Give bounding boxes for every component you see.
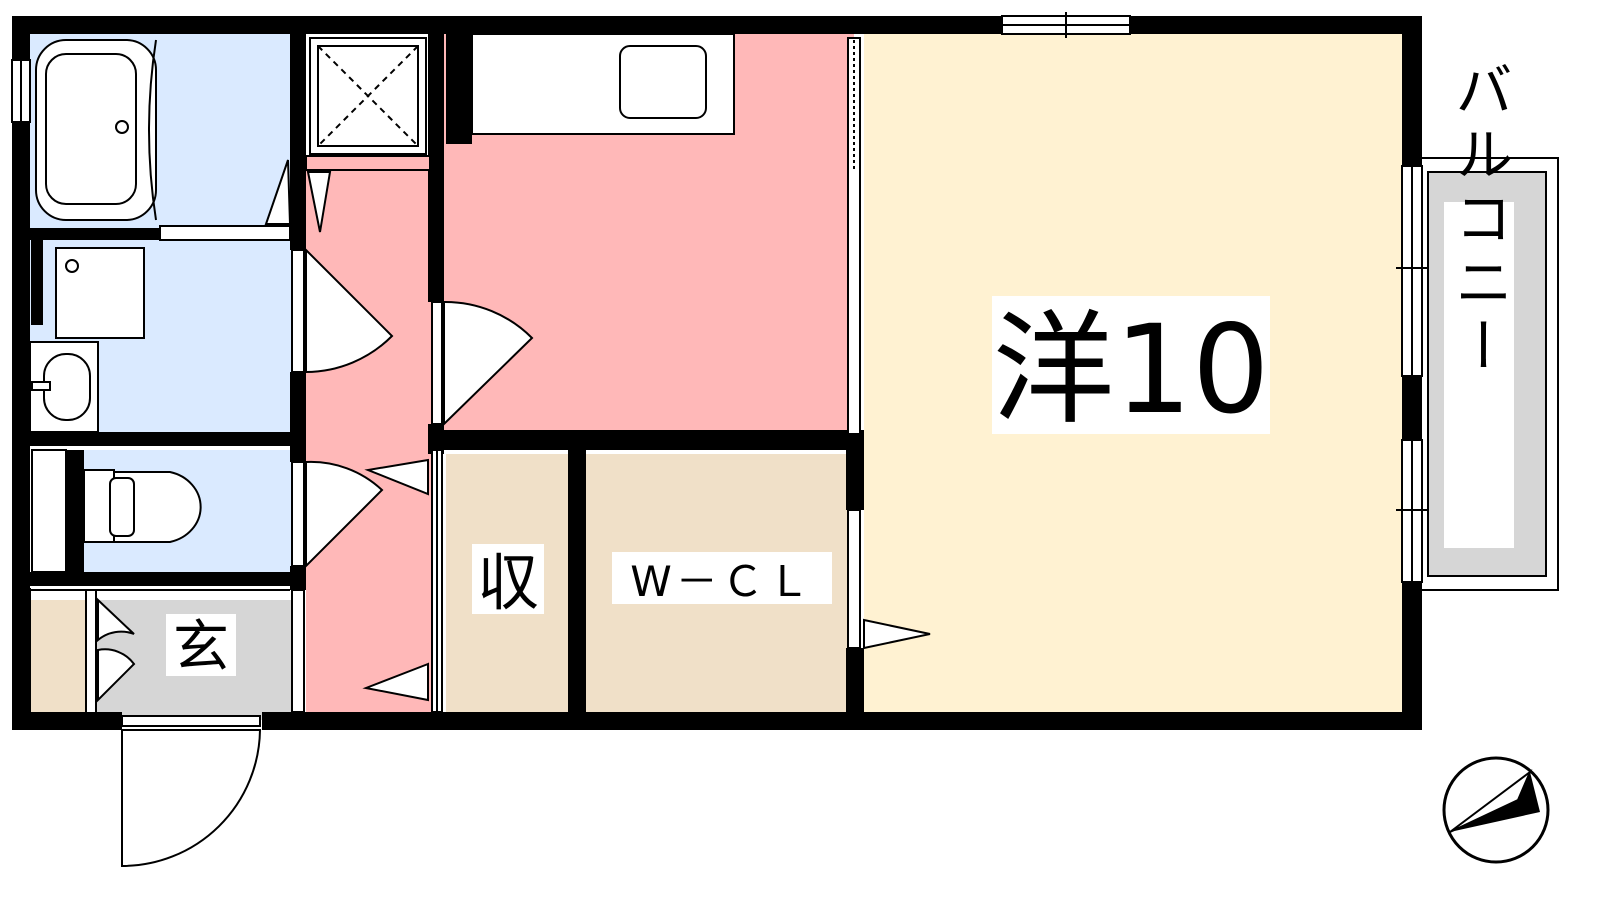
shoe-cabinet [30, 600, 86, 720]
closet-label-bg [612, 552, 832, 604]
kitchen-door [443, 300, 534, 427]
windows [11, 12, 1428, 583]
storage-label: 収 [477, 546, 539, 619]
storage-label-bg [472, 544, 544, 614]
closet-label: W－ＣＬ [630, 557, 814, 606]
stove-icon [471, 33, 735, 135]
entrance-label: 玄 [173, 615, 229, 680]
entrance-door [121, 729, 262, 868]
compass-icon [1442, 756, 1550, 864]
doors [97, 159, 931, 868]
balcony-label-bg [1444, 202, 1514, 548]
washer-space-icon [305, 37, 431, 171]
thin-partitions [29, 37, 861, 713]
bathtub-icon [35, 39, 157, 221]
exterior-walls [12, 16, 1422, 730]
entrance-label-bg [166, 614, 236, 676]
toilet-door [305, 460, 384, 569]
sink-icon [29, 247, 145, 433]
washroom-door [305, 247, 394, 374]
hallway-area [306, 170, 440, 720]
interior-walls [30, 34, 864, 720]
balcony-label: バルコニー [1445, 60, 1513, 380]
western-room-label: 洋10 [992, 299, 1269, 441]
toilet-icon [83, 469, 202, 543]
western-room-label-bg [992, 296, 1270, 434]
